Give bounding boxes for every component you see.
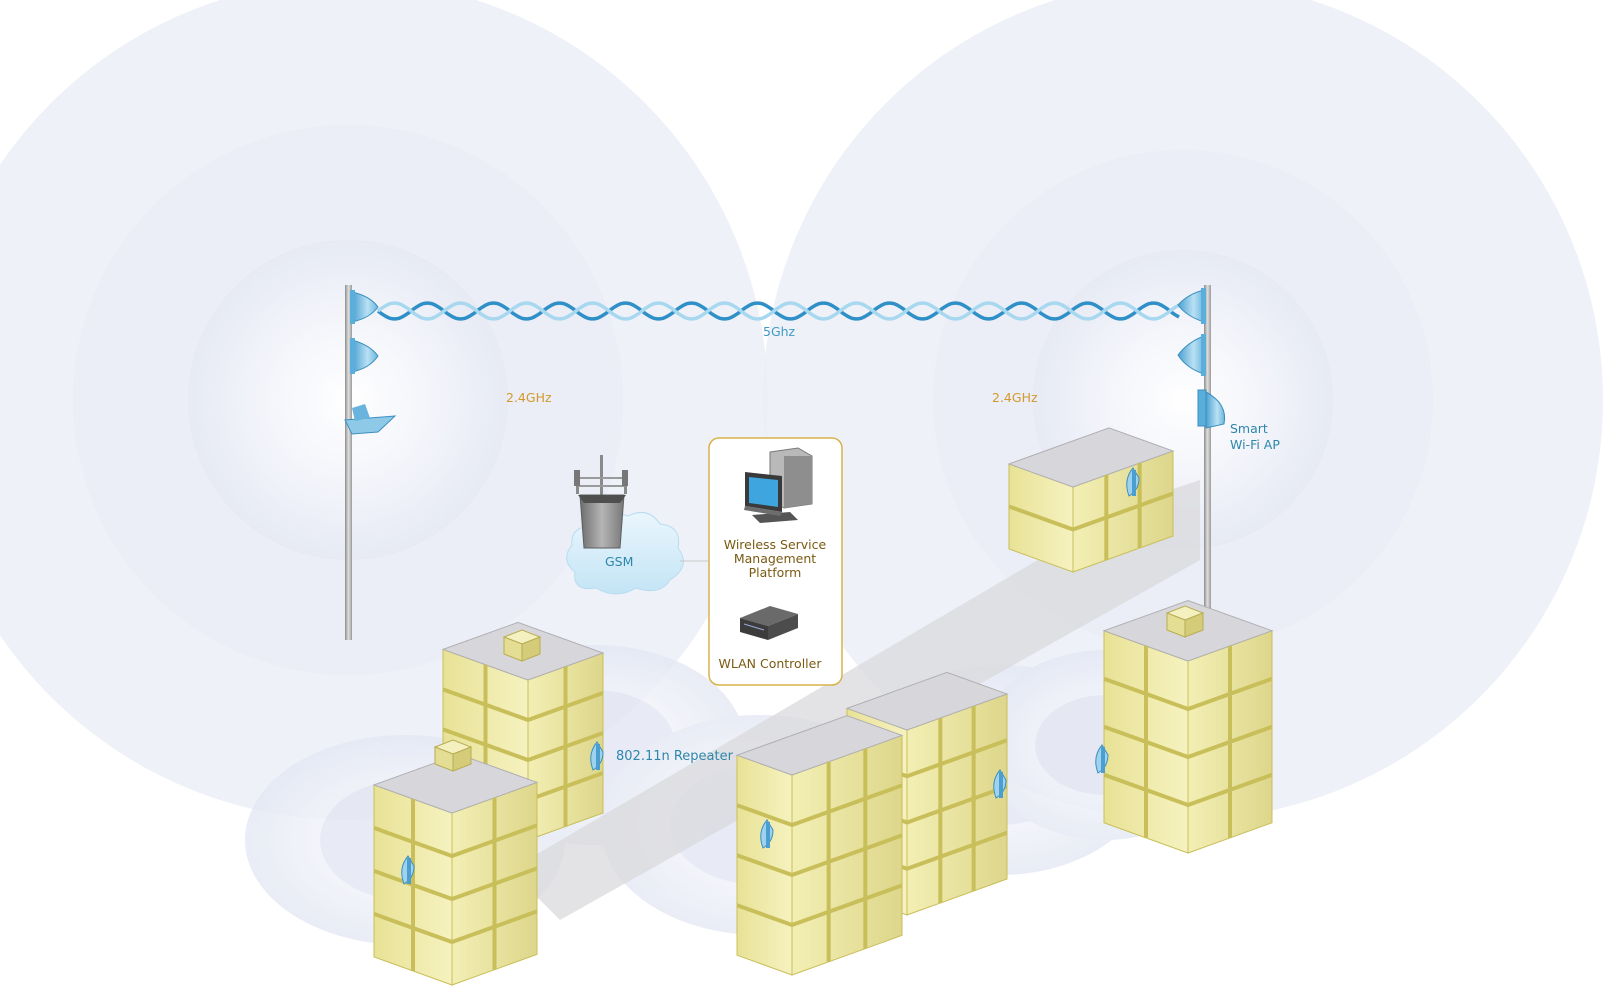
wave-link-5ghz (376, 301, 1180, 321)
repeater-icon (1095, 744, 1109, 774)
panel-antenna-icon (351, 291, 379, 323)
building-right (1095, 599, 1274, 854)
gsm-label: GSM (605, 554, 633, 569)
repeater-icon (993, 769, 1007, 799)
buildings (372, 427, 1274, 986)
wave-link-strand-a (376, 301, 1180, 321)
cell-tower-icon (574, 455, 628, 549)
management-panel: Wireless Service Management Platform WLA… (708, 437, 843, 686)
building-center-front (735, 715, 904, 976)
repeater-icon (1126, 467, 1140, 497)
wsmp-label-line1: Wireless Service (724, 537, 827, 552)
panel-antenna-icon (351, 339, 379, 373)
panel-antenna-icon (1177, 335, 1205, 375)
repeater-icon (760, 819, 774, 849)
repeater-icon (590, 741, 604, 771)
smart-ap-icon (1197, 389, 1226, 429)
band-left-label: 2.4GHz (506, 390, 552, 405)
wsmp-label-line2: Management (734, 551, 816, 566)
dish-antenna-icon (344, 404, 397, 435)
gsm-node: GSM (566, 455, 684, 595)
band-right-label: 2.4GHz (992, 390, 1038, 405)
right-pole (1177, 285, 1226, 640)
wave-link-strand-b (376, 301, 1180, 321)
wsmp-label-line3: Platform (749, 565, 802, 580)
smart-ap-label-line1: Smart (1230, 421, 1268, 436)
link-5ghz-label: 5Ghz (763, 324, 796, 339)
desktop-computer-icon (744, 447, 813, 523)
network-controller-icon (740, 606, 798, 640)
building-left-front (372, 739, 539, 986)
wlan-controller-label: WLAN Controller (719, 656, 823, 671)
panel-antenna-icon (1177, 289, 1205, 323)
building-upper-right (1007, 427, 1175, 573)
ground-shadow (510, 480, 1200, 920)
repeater-label: 802.11n Repeater (616, 749, 734, 764)
left-pole (344, 285, 397, 640)
repeater-icon (401, 855, 415, 885)
smart-ap-label-line2: Wi-Fi AP (1230, 437, 1280, 452)
